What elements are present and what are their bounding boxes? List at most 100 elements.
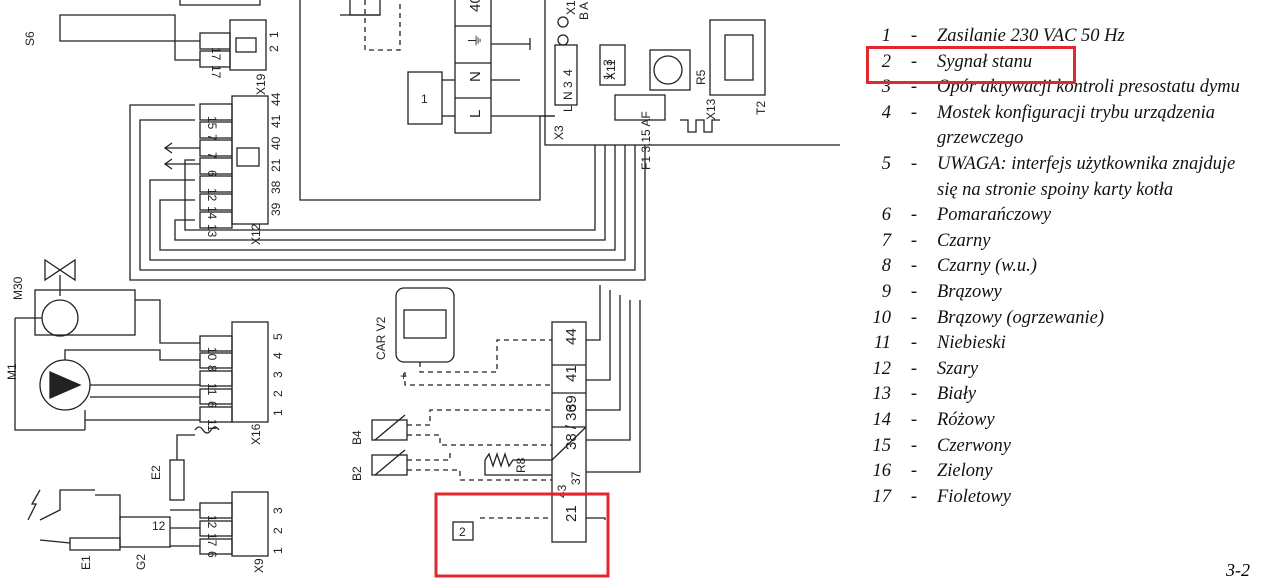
legend-num: 12 xyxy=(872,358,892,379)
legend-dash: - xyxy=(910,26,918,46)
x12-pin: 39 xyxy=(269,202,283,216)
power-terminal-block xyxy=(454,0,492,134)
label-car-v2: CAR V2 xyxy=(374,316,388,360)
x16-pin: 2 xyxy=(271,390,285,397)
legend-item: 14-Różowy xyxy=(865,408,1255,434)
legend-item: 11-Niebieski xyxy=(865,331,1255,357)
label-x16: X16 xyxy=(249,423,263,445)
label-b2: B2 xyxy=(350,466,364,481)
x3-pin: L xyxy=(561,105,575,112)
legend-item: 12-Szary xyxy=(865,357,1255,383)
legend-num: 10 xyxy=(872,307,892,328)
legend-text: Mostek konfiguracji trybu urządzenia grz… xyxy=(937,102,1215,149)
legend-num: 17 xyxy=(872,486,892,507)
legend-text: Sygnał stanu xyxy=(937,51,1033,72)
label-t2: T2 xyxy=(754,101,768,115)
legend-text: Pomarańczowy xyxy=(937,205,1052,226)
legend-num: 3 xyxy=(881,77,891,98)
legend-item: 6-Pomarańczowy xyxy=(865,203,1255,229)
legend-num: 7 xyxy=(881,230,891,251)
connector-x9-body xyxy=(231,491,269,557)
legend-dash: - xyxy=(910,230,918,251)
legend-item: 1-Zasilanie 230 VAC 50 Hz xyxy=(865,24,1255,50)
x16-pin: 1 xyxy=(271,409,285,416)
legend-dash: - xyxy=(910,51,918,72)
legend-item: 15-Czerwony xyxy=(865,434,1255,460)
legend-num: 11 xyxy=(873,333,891,354)
x16-pin: 4 xyxy=(271,352,285,359)
legend-item: 4-Mostek konfiguracji trybu urządzenia g… xyxy=(865,101,1255,152)
legend-item: 9-Brązowy xyxy=(865,280,1255,306)
label-m30: M30 xyxy=(11,276,25,300)
legend-item: 2-Sygnał stanu xyxy=(865,50,1255,76)
highlight-box-signal xyxy=(434,492,610,578)
x9-wire-num: 6 xyxy=(205,551,219,558)
legend-text: Brązowy xyxy=(937,281,1002,302)
x12-pin: 38 xyxy=(269,180,283,194)
legend-num: 6 xyxy=(881,205,891,226)
legend-item: 16-Zielony xyxy=(865,459,1255,485)
x16-wire-num: 11 xyxy=(205,383,219,396)
legend-num: 15 xyxy=(872,435,892,456)
x9-wire-num: 17 xyxy=(205,533,219,547)
legend-dash: - xyxy=(910,384,918,405)
legend-item: 7-Czarny xyxy=(865,229,1255,255)
label-box-1: 1 xyxy=(421,92,428,106)
x3-pin: 3 xyxy=(561,81,575,88)
x9-wire-num: 12 xyxy=(205,515,219,529)
x19-pin: 1 xyxy=(267,31,281,38)
x9-pin: 2 xyxy=(271,527,285,534)
label-r8: R8 xyxy=(514,457,528,473)
legend-num: 9 xyxy=(881,281,891,302)
legend-dash: - xyxy=(910,102,918,123)
legend-num: 14 xyxy=(872,409,892,430)
connector-x16-body xyxy=(231,321,269,423)
x11-pin: 1 xyxy=(601,73,615,80)
power-block-label: 40 xyxy=(467,0,484,12)
terminal-block-label: 41 xyxy=(563,365,580,382)
terminal-block-label: 44 xyxy=(563,328,580,345)
legend-num: 2 xyxy=(881,51,891,72)
legend-dash: - xyxy=(910,358,918,379)
label-car-plus: + xyxy=(400,369,407,383)
x12-pin: 41 xyxy=(269,114,283,128)
x3-pin: 4 xyxy=(561,69,575,76)
x3-pin: N xyxy=(561,91,575,100)
legend-text: UWAGA: interfejs użytkownika znajduje si… xyxy=(937,153,1236,200)
page-number: 3-2 xyxy=(1226,560,1250,580)
x12-wire-num: 15 xyxy=(205,116,219,130)
x16-pin: 3 xyxy=(271,371,285,378)
terminal-block xyxy=(551,321,587,543)
label-g2: G2 xyxy=(134,554,148,570)
x16-wire-num: 6 xyxy=(205,401,219,408)
legend-text: Szary xyxy=(937,358,979,379)
label-x11: X11 xyxy=(604,59,618,80)
terminal-block-label: 38 / 36 xyxy=(563,404,580,450)
legend-text: Biały xyxy=(937,384,977,405)
label-x3: X3 xyxy=(552,125,566,140)
x12-wire-num: 12 xyxy=(205,188,219,202)
x12-wire-num: 7 xyxy=(205,134,219,141)
legend-item: 8-Czarny (w.u.) xyxy=(865,254,1255,280)
legend-text: Czarny xyxy=(937,230,991,251)
x10-pin: A xyxy=(577,2,591,10)
label-x12: X12 xyxy=(249,223,263,245)
label-r5: R5 xyxy=(694,69,708,85)
legend-dash: - xyxy=(910,435,918,456)
legend-item: 5-UWAGA: interfejs użytkownika znajduje … xyxy=(865,152,1255,203)
terminal-extra-label: 37 xyxy=(569,471,583,485)
legend-text: Czerwony xyxy=(937,435,1011,456)
legend-dash: - xyxy=(910,307,918,328)
legend-dash: - xyxy=(910,153,918,174)
x12-pin: 44 xyxy=(269,92,283,106)
x12-wire-num: 14 xyxy=(205,206,219,220)
legend-item: 13-Biały xyxy=(865,382,1255,408)
x16-pin: 5 xyxy=(271,333,285,340)
label-x10: X10 xyxy=(564,0,578,15)
label-x9: X9 xyxy=(252,558,266,573)
label-s6: S6 xyxy=(23,31,37,46)
legend-item: 17-Fioletowy xyxy=(865,485,1255,511)
legend-dash: - xyxy=(910,256,918,277)
legend-text: Różowy xyxy=(937,409,995,430)
